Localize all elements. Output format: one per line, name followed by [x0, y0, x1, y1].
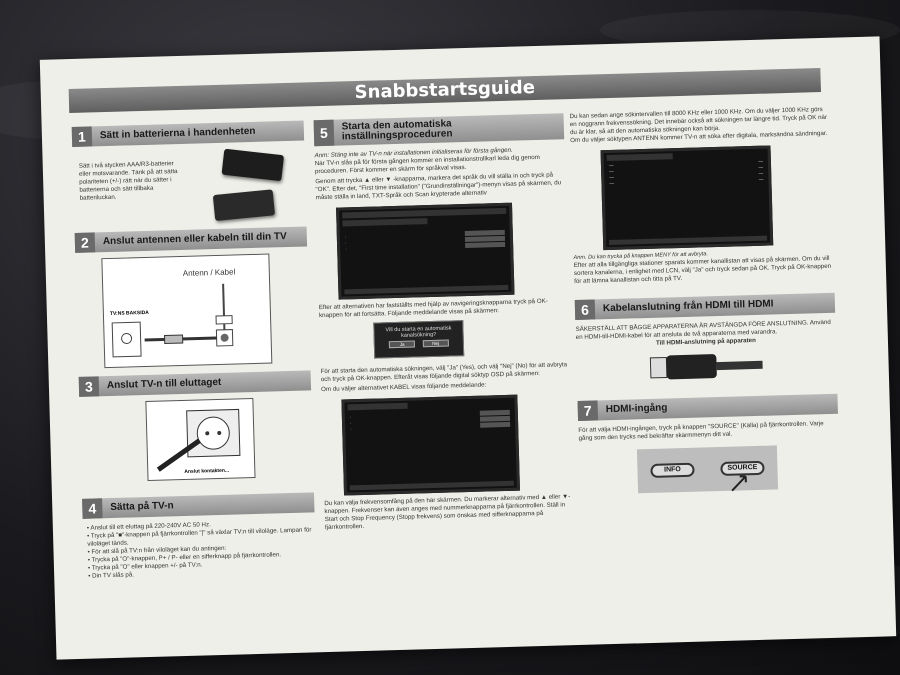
- section-1-header: 1 Sätt in batterierna i handenheten: [71, 120, 305, 147]
- section-6-number: 6: [574, 299, 596, 320]
- remote-battery-cover-icon: [212, 189, 276, 222]
- section-2-title: Anslut antennen eller kabeln till din TV: [102, 231, 287, 248]
- page-title: Snabbstartsguide: [68, 68, 821, 114]
- section-4-list: • Anslut till ett eluttag på 220-240V AC…: [83, 518, 316, 580]
- power-plug-diagram: Anslut kontakten...: [145, 398, 256, 481]
- antenna-cable-icon: [111, 283, 234, 358]
- section-5-title: Starta den automatiska inställningsproce…: [341, 118, 453, 143]
- section-3-header: 3 Anslut TV-n till eluttaget: [78, 370, 312, 397]
- section-1-number: 1: [71, 126, 93, 147]
- column-middle: 5 Starta den automatiska inställningspro…: [313, 113, 575, 532]
- section-5-header: 5 Starta den automatiska inställningspro…: [313, 113, 565, 147]
- section-6-title: Kabelanslutning från HDMI till HDMI: [602, 298, 774, 315]
- antenna-diagram: Antenn / Kabel TV:NS BAKSIDA: [101, 253, 273, 369]
- first-time-installation-screen: · · ·: [336, 202, 515, 300]
- dialog-no-button[interactable]: Nej: [422, 339, 449, 348]
- section-3-number: 3: [78, 376, 100, 397]
- section-7-header: 7 HDMI-ingång: [577, 393, 838, 421]
- section-5-p6: Du kan välja frekvensomfång på den här s…: [324, 493, 571, 532]
- remote-buttons-panel: INFO SOURCE: [636, 445, 779, 494]
- tv-back-label: TV:NS BAKSIDA: [109, 309, 149, 317]
- section-1-body: Sätt i två stycken AAA/R3-batterier elle…: [72, 146, 306, 232]
- plug-label: Anslut kontakten...: [184, 467, 230, 475]
- column-right: Du kan sedan ange sökintervallen till 80…: [569, 106, 840, 495]
- section-7-title: HDMI-ingång: [605, 402, 668, 416]
- info-button[interactable]: INFO: [650, 462, 695, 478]
- auto-search-dialog: Vill du starta en automatisk kanalsöknin…: [373, 320, 465, 359]
- section-4-header: 4 Sätta på TV-n: [82, 492, 315, 519]
- section-2-number: 2: [74, 232, 96, 253]
- section-5-number: 5: [313, 119, 335, 147]
- quick-start-guide-paper: Snabbstartsguide 1 Sätt in batterierna i…: [39, 36, 897, 660]
- section-1-text: Sätt i två stycken AAA/R3-batterier elle…: [78, 160, 178, 202]
- power-outlet-icon: [156, 408, 241, 472]
- channel-list-screen: —— —— —— ——: [600, 145, 774, 251]
- section-7-text: För att välja HDMI-ingången, tryck på kn…: [578, 420, 824, 442]
- section-5-p2: Genom att trycka ▲ eller ▼ -knapparna, m…: [315, 171, 562, 202]
- section-4-title: Sätta på TV-n: [110, 500, 174, 514]
- cable-search-screen: · · ·: [341, 394, 521, 496]
- dialog-yes-button[interactable]: Ja: [389, 340, 416, 349]
- section-3-title: Anslut TV-n till eluttaget: [106, 376, 222, 392]
- section-5-p3: Efter att alternativen har fastställts m…: [318, 297, 548, 320]
- column-left: 1 Sätt in batterierna i handenheten Sätt…: [71, 120, 317, 581]
- hdmi-cable-icon: [649, 354, 763, 380]
- section-6-header: 6 Kabelanslutning från HDMI till HDMI: [574, 292, 836, 320]
- section-7-number: 7: [577, 400, 599, 421]
- remote-battery-icon: [221, 148, 285, 182]
- section-1-title: Sätt in batterierna i handenheten: [99, 125, 256, 142]
- section-4-number: 4: [82, 498, 103, 519]
- pointer-arrow-icon: [731, 475, 747, 492]
